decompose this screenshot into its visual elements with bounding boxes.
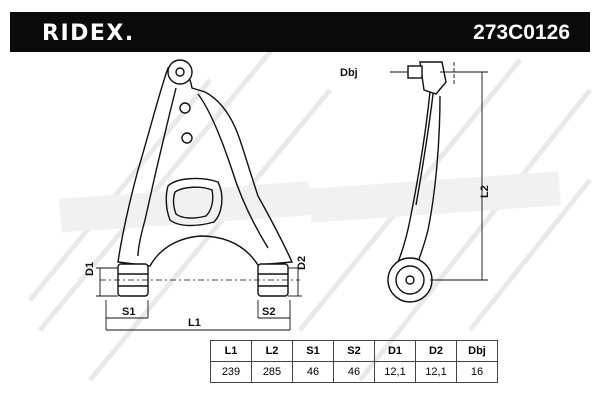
part-number: 273C0126 <box>473 21 570 44</box>
dimension-lines <box>96 267 302 331</box>
d1-label: D1 <box>84 262 96 276</box>
table-cell: 46 <box>292 361 334 383</box>
brand-logo: RIDEX. <box>42 21 135 46</box>
d2-label: D2 <box>296 256 308 270</box>
table-header-cell: S1 <box>292 340 334 362</box>
table-row: 239 285 46 46 12,1 12,1 16 <box>210 361 498 383</box>
table-header-cell: L1 <box>210 340 252 362</box>
dimensions-table: L1 L2 S1 S2 D1 D2 Dbj 239 285 46 46 12,1… <box>210 340 498 383</box>
table-header-cell: Dbj <box>456 340 498 362</box>
l2-label: L2 <box>479 185 491 198</box>
dbj-label: Dbj <box>340 67 358 79</box>
top-ball-joint-mount <box>167 59 193 144</box>
watermark <box>28 38 592 382</box>
table-header-cell: D2 <box>415 340 457 362</box>
table-cell: 285 <box>251 361 293 383</box>
dimension-labels: Dbj L2 D1 D2 S1 S2 L1 <box>84 67 491 329</box>
table-header-cell: S2 <box>333 340 375 362</box>
table-header-row: L1 L2 S1 S2 D1 D2 Dbj <box>210 340 498 362</box>
table-header-cell: L2 <box>251 340 293 362</box>
header-bar: RIDEX. 273C0126 <box>10 12 590 52</box>
s1-label: S1 <box>122 306 135 318</box>
table-cell: 46 <box>333 361 375 383</box>
s2-label: S2 <box>262 306 275 318</box>
table-cell: 239 <box>210 361 252 383</box>
watermark-band <box>59 171 561 233</box>
side-view-arm <box>387 61 447 303</box>
control-arm-outline <box>117 61 294 267</box>
side-dimension-lines <box>390 62 488 281</box>
table-cell: 16 <box>456 361 498 383</box>
table-cell: 12,1 <box>374 361 416 383</box>
l1-label: L1 <box>188 317 201 329</box>
table-header-cell: D1 <box>374 340 416 362</box>
table-cell: 12,1 <box>415 361 457 383</box>
